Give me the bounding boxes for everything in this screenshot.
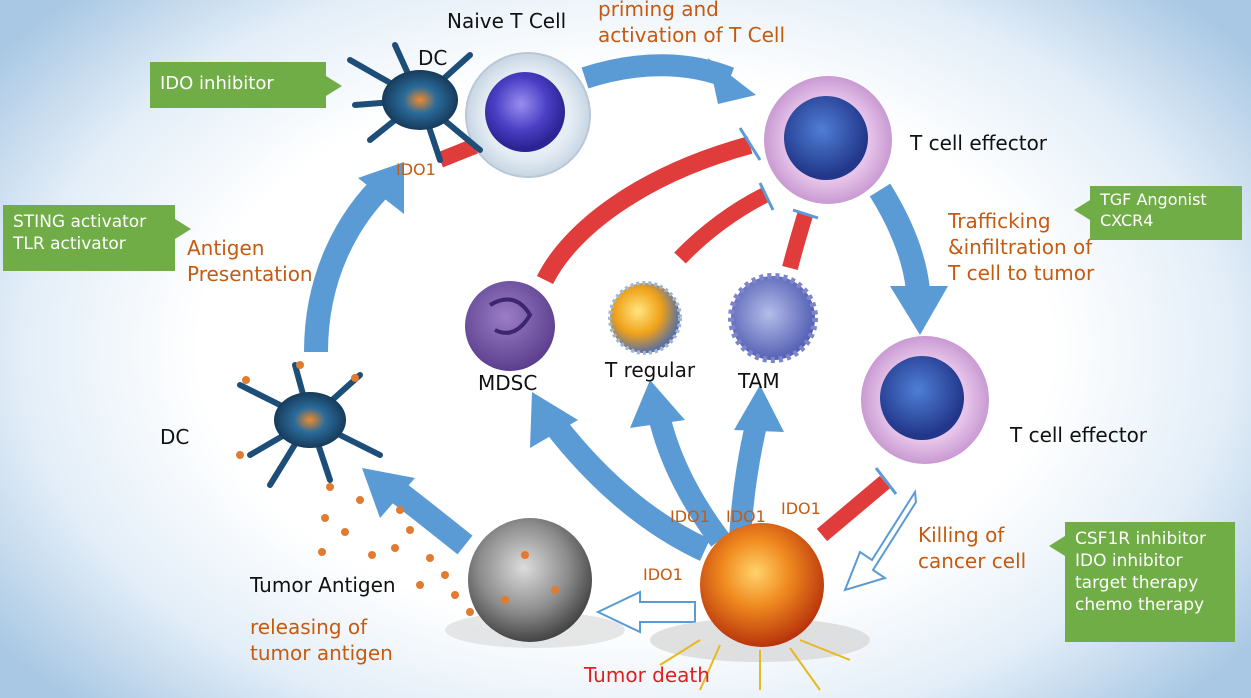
label-t-cell-effector-1: T cell effector: [910, 131, 1048, 155]
label-tumor-death: Tumor death: [584, 663, 710, 687]
label-priming: priming and activation of T Cell: [598, 0, 786, 47]
label-ido1-top: IDO1: [396, 160, 436, 179]
label-dc-top: DC: [418, 46, 448, 70]
label-antigen-presentation: Antigen Presentation: [187, 236, 313, 286]
arrow-to-mdsc: [530, 392, 711, 561]
label-ido1-tumor-left: IDO1: [643, 565, 683, 584]
tumor-cell: [650, 523, 870, 691]
label-tam: TAM: [738, 369, 780, 393]
callout-tgf-cxcr4: TGF Angonist CXCR4: [1074, 186, 1242, 240]
t-regular-cell: [608, 281, 682, 355]
arrow-tumor-death-hollow: [595, 590, 696, 634]
callout-ido-inhibitor: IDO inhibitor: [150, 62, 342, 108]
label-mdsc: MDSC: [478, 371, 538, 395]
dying-tumor-cell: [445, 518, 625, 648]
label-tumor-antigen: Tumor Antigen: [250, 573, 396, 597]
arrow-priming: [581, 54, 756, 104]
label-trafficking: Trafficking &infiltration of T cell to t…: [948, 209, 1095, 285]
mdsc-cell: [465, 281, 555, 371]
t-cell-effector-1: [764, 76, 892, 204]
arrow-killing-hollow: [843, 489, 918, 592]
dc-top: [347, 42, 483, 163]
tam-cell: [728, 273, 818, 363]
arrow-antigen-presentation: [304, 162, 404, 353]
label-ido1-tumor-right: IDO1: [781, 499, 821, 518]
arrow-to-t-regular: [630, 380, 729, 547]
label-t-cell-effector-2: T cell effector: [1010, 423, 1148, 447]
naive-t-cell: [465, 52, 591, 178]
label-ido1-tumor-a: IDO1: [670, 507, 710, 526]
callout-therapies: CSF1R inhibitor IDO inhibitor target the…: [1049, 522, 1235, 642]
label-dc-left: DC: [160, 425, 190, 449]
inhibit-mdsc-to-effector: [536, 127, 762, 285]
inhibit-tam-to-effector: [782, 208, 819, 270]
inhibit-ido1-to-effector-2: [816, 467, 898, 542]
arrow-trafficking: [869, 183, 948, 335]
label-killing: Killing of cancer cell: [918, 523, 1027, 573]
label-t-regular: T regular: [605, 358, 696, 382]
dc-left: [236, 361, 383, 488]
callout-sting-tlr: STING activator TLR activator: [3, 205, 191, 271]
tumor-antigen-particles: [318, 483, 566, 616]
label-naive-t-cell: Naive T Cell: [447, 9, 567, 33]
t-cell-effector-2: [861, 336, 989, 464]
inhibit-treg-to-effector: [674, 182, 775, 264]
arrow-tumor-antigen-to-dc: [362, 468, 473, 555]
label-releasing: releasing of tumor antigen: [250, 615, 393, 665]
label-ido1-tumor-b: IDO1: [726, 507, 766, 526]
